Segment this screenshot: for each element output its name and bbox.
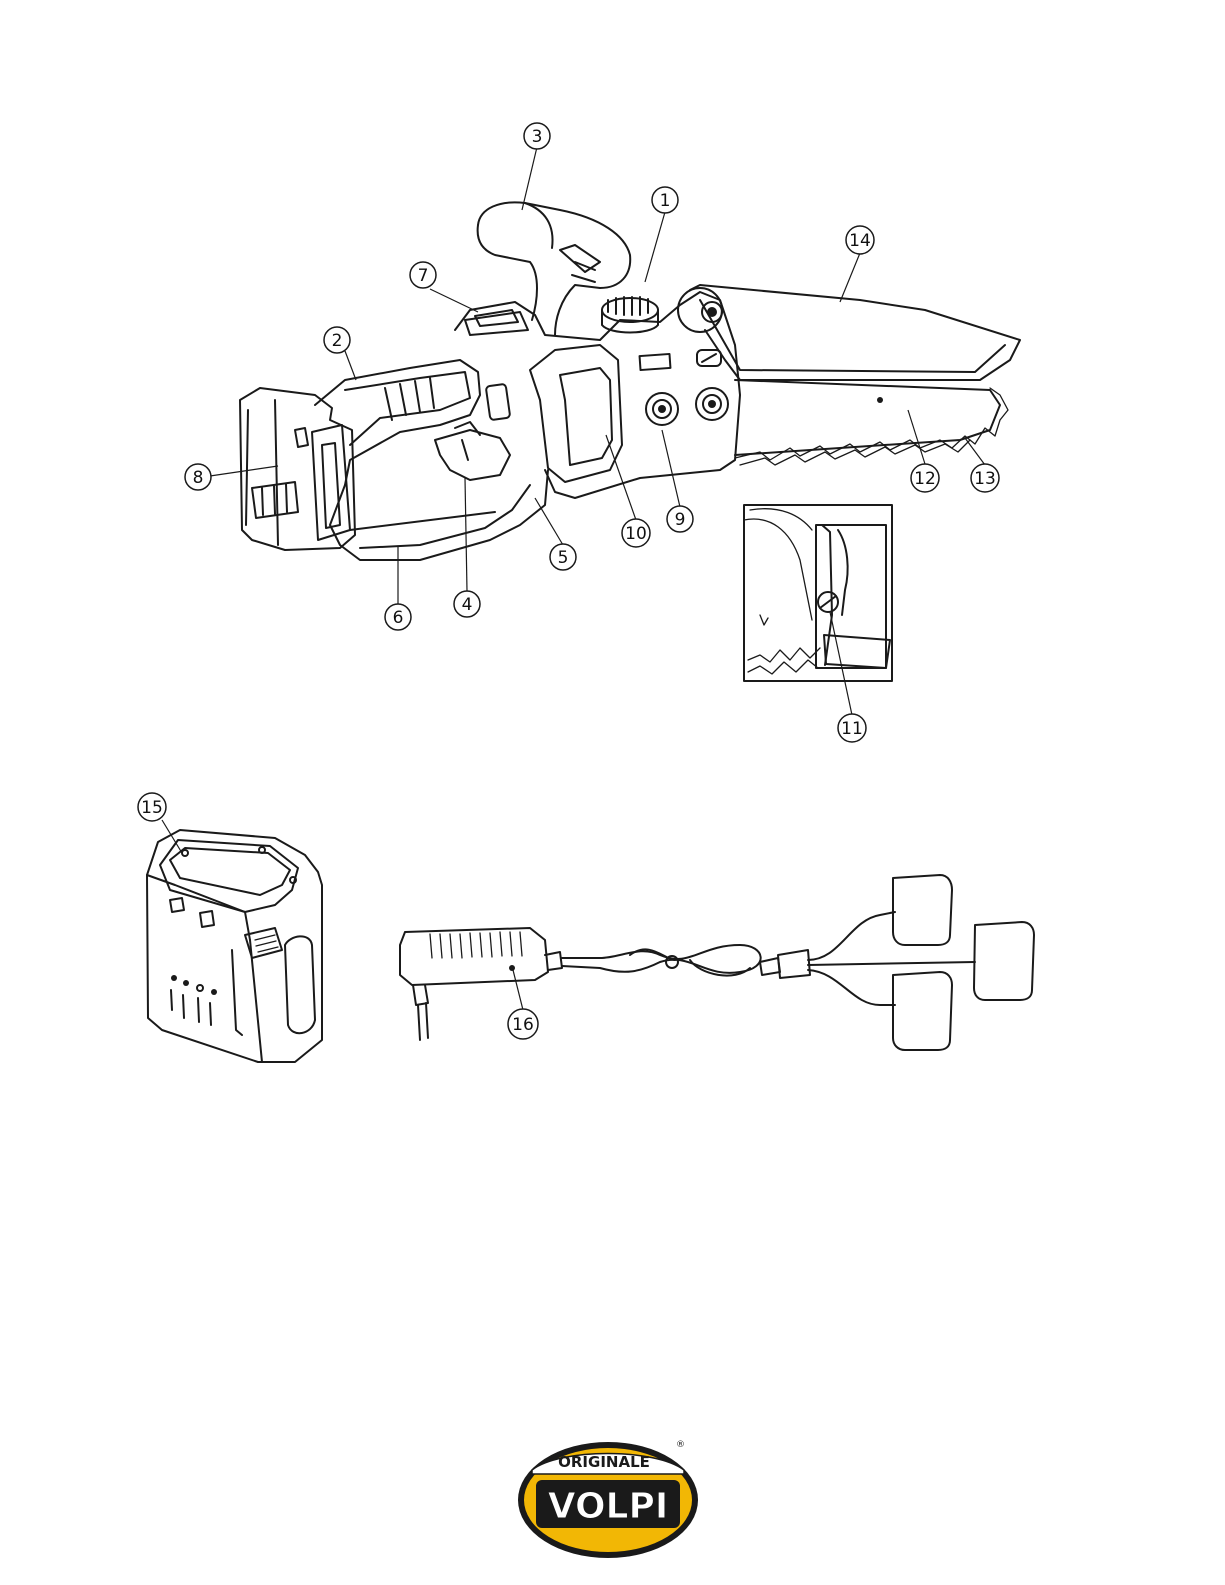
callout-14: 14 [846, 226, 874, 254]
inset-detail-tension-screw [744, 505, 892, 681]
battery-pack [147, 830, 322, 1062]
callout-label: 7 [418, 266, 429, 286]
callout-label: 5 [558, 548, 569, 568]
callout-label: 1 [660, 191, 671, 211]
callout-6: 6 [385, 604, 411, 630]
callout-label: 4 [462, 595, 473, 615]
callout-7: 7 [410, 262, 436, 288]
logo-registered-mark: ® [676, 1440, 685, 1450]
callout-label: 10 [625, 524, 647, 544]
callout-label: 2 [332, 331, 343, 351]
charger-cable [400, 875, 1034, 1050]
callout-16: 16 [508, 1009, 538, 1039]
logo-main-text: VOLPI [548, 1486, 669, 1527]
callout-label: 3 [532, 127, 543, 147]
callout-9: 9 [667, 506, 693, 532]
callout-label: 16 [512, 1015, 534, 1035]
callout-1: 1 [652, 187, 678, 213]
bar-and-chain [678, 285, 1020, 465]
callout-label: 8 [193, 468, 204, 488]
callout-5: 5 [550, 544, 576, 570]
callout-13: 13 [971, 464, 999, 492]
callout-15: 15 [138, 793, 166, 821]
callout-4: 4 [454, 591, 480, 617]
callout-11: 11 [838, 714, 866, 742]
callout-12: 12 [911, 464, 939, 492]
callout-3: 3 [524, 123, 550, 149]
callout-8: 8 [185, 464, 211, 490]
callout-10: 10 [622, 519, 650, 547]
motor-body [455, 292, 740, 498]
callout-label: 13 [974, 469, 996, 489]
logo-top-text: ORIGINALE [558, 1453, 650, 1471]
callout-label: 12 [914, 469, 936, 489]
callout-label: 9 [675, 510, 686, 530]
callout-label: 11 [841, 719, 863, 739]
callout-2: 2 [324, 327, 350, 353]
chainsaw-drawing [240, 202, 1020, 560]
callout-label: 14 [849, 231, 871, 251]
callout-label: 15 [141, 798, 163, 818]
callout-label: 6 [393, 608, 404, 628]
volpi-logo: ORIGINALE ® VOLPI [518, 1440, 698, 1558]
